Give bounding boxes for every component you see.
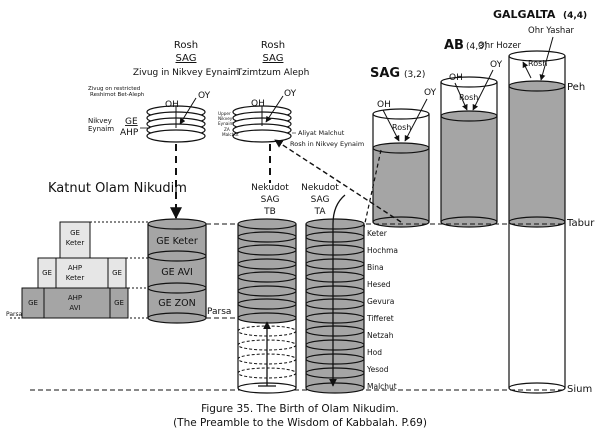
svg-text:Keter: Keter <box>66 274 85 282</box>
svg-text:GE: GE <box>112 269 122 277</box>
svg-text:Tzimtzum Aleph: Tzimtzum Aleph <box>236 68 310 78</box>
nekudot-tb-column: Nekudot SAG TB <box>237 183 297 394</box>
svg-text:TA: TA <box>314 207 327 217</box>
svg-text:Nekudot: Nekudot <box>301 183 339 193</box>
svg-text:SAG: SAG <box>263 53 284 64</box>
svg-text:(3,2): (3,2) <box>404 70 425 80</box>
caption-line-2: (The Preamble to the Wisdom of Kabbalah.… <box>173 417 427 429</box>
svg-text:OH: OH <box>251 99 265 109</box>
svg-text:OY: OY <box>424 88 437 98</box>
svg-text:Eynaim: Eynaim <box>88 125 114 133</box>
svg-text:GE: GE <box>42 269 52 277</box>
pyramid-connectors <box>10 221 148 319</box>
svg-text:Aliyat Malchut: Aliyat Malchut <box>298 129 345 137</box>
svg-text:Rosh: Rosh <box>392 123 411 132</box>
svg-text:Sium: Sium <box>567 384 592 395</box>
svg-text:OY: OY <box>198 91 211 101</box>
svg-text:Netzah: Netzah <box>367 331 394 340</box>
svg-text:GALGALTA: GALGALTA <box>493 8 556 21</box>
svg-text:Yesod: Yesod <box>366 365 389 374</box>
svg-text:GE: GE <box>125 117 138 127</box>
rosh-sag-header-left: Rosh SAG Zivug in Nikvey Eynaim <box>133 40 239 78</box>
svg-text:SAG: SAG <box>370 66 400 81</box>
sag-32-cylinder: Rosh OH OY SAG (3,2) <box>370 66 437 228</box>
svg-text:GE: GE <box>70 229 80 237</box>
svg-text:(4,4): (4,4) <box>563 11 587 21</box>
svg-text:Malchut: Malchut <box>222 132 239 137</box>
svg-text:SAG: SAG <box>261 195 280 205</box>
svg-text:Nekudot: Nekudot <box>251 183 289 193</box>
svg-text:Hod: Hod <box>367 348 382 357</box>
svg-text:Nikvey: Nikvey <box>88 117 112 125</box>
svg-text:Tifferet: Tifferet <box>366 314 394 323</box>
svg-text:Rosh in Nikvey Eynaim: Rosh in Nikvey Eynaim <box>290 140 364 148</box>
svg-text:ZA: ZA <box>224 127 230 132</box>
svg-text:Hesed: Hesed <box>367 280 391 289</box>
svg-text:Malchut: Malchut <box>367 382 397 391</box>
katnut-pyramid: GE Keter GE AHP Keter GE GE AHP AVI GE P… <box>6 221 129 319</box>
svg-text:AB: AB <box>444 38 464 53</box>
svg-text:Ohr Hozer: Ohr Hozer <box>478 41 522 51</box>
svg-text:GE ZON: GE ZON <box>158 298 195 309</box>
caption-line-1: Figure 35. The Birth of Olam Nikudim. <box>201 403 399 415</box>
svg-text:AVI: AVI <box>69 304 80 312</box>
svg-text:Hochma: Hochma <box>367 246 398 255</box>
svg-text:OY: OY <box>284 89 297 99</box>
rosh-sag-header-right: Rosh SAG Tzimtzum Aleph <box>236 40 310 78</box>
ab-43-cylinder: Rosh OH OY AB (4,3) Ohr Hozer <box>440 38 522 228</box>
svg-text:Eynaim: Eynaim <box>218 121 234 126</box>
svg-text:Zivug on restricted: Zivug on restricted <box>88 86 140 92</box>
svg-text:GE AVI: GE AVI <box>161 267 193 278</box>
svg-text:Rosh: Rosh <box>174 40 198 51</box>
svg-text:Tabur: Tabur <box>566 218 595 229</box>
svg-text:SAG: SAG <box>176 53 197 64</box>
svg-text:TB: TB <box>263 207 276 217</box>
svg-text:GE: GE <box>28 299 38 307</box>
svg-text:Zivug in Nikvey Eynaim: Zivug in Nikvey Eynaim <box>133 68 239 78</box>
svg-text:OH: OH <box>165 100 179 110</box>
svg-text:AHP: AHP <box>120 128 139 138</box>
rosh-disc-left: OH OY Zivug on restricted Reshimot Bet-A… <box>88 86 211 143</box>
svg-text:Reshimot Bet-Aleph: Reshimot Bet-Aleph <box>90 92 145 98</box>
descent-arrow <box>170 139 402 233</box>
svg-text:GE: GE <box>114 299 124 307</box>
svg-text:Gevura: Gevura <box>367 297 394 306</box>
svg-text:OH: OH <box>377 100 391 110</box>
guide-lines: Parsa <box>30 223 565 391</box>
svg-text:GE Keter: GE Keter <box>156 236 198 247</box>
svg-text:Keter: Keter <box>66 239 85 247</box>
katnut-title: Katnut Olam Nikudim <box>48 181 187 196</box>
svg-text:AHP: AHP <box>68 264 82 272</box>
svg-text:Nikvey: Nikvey <box>218 116 233 121</box>
svg-text:Peh: Peh <box>567 82 585 93</box>
svg-text:Parsa: Parsa <box>207 307 231 317</box>
rosh-disc-right: OH OY Upper Nikvey Eynaim ZA Malchut Ali… <box>218 89 364 148</box>
ge-column: GE Keter GE AVI GE ZON <box>147 218 207 324</box>
nekudot-ta-column: Nekudot SAG TA Keter Hochma Bina Hesed G… <box>301 183 398 394</box>
svg-text:OY: OY <box>490 60 503 70</box>
svg-text:Rosh: Rosh <box>459 93 478 102</box>
svg-text:AHP: AHP <box>68 294 82 302</box>
galgalta-44-cylinder: Rosh GALGALTA (4,4) Ohr Yashar Peh Tabur… <box>493 8 595 395</box>
svg-text:Ohr Yashar: Ohr Yashar <box>528 26 575 36</box>
svg-text:(4,3): (4,3) <box>466 42 487 52</box>
svg-text:SAG: SAG <box>311 195 330 205</box>
svg-text:Bina: Bina <box>367 263 384 272</box>
svg-text:OH: OH <box>449 73 463 83</box>
svg-text:Keter: Keter <box>367 229 388 238</box>
svg-text:Upper: Upper <box>218 111 231 116</box>
svg-text:Rosh: Rosh <box>528 59 547 68</box>
svg-text:Rosh: Rosh <box>261 40 285 51</box>
svg-text:Parsa: Parsa <box>6 311 23 318</box>
